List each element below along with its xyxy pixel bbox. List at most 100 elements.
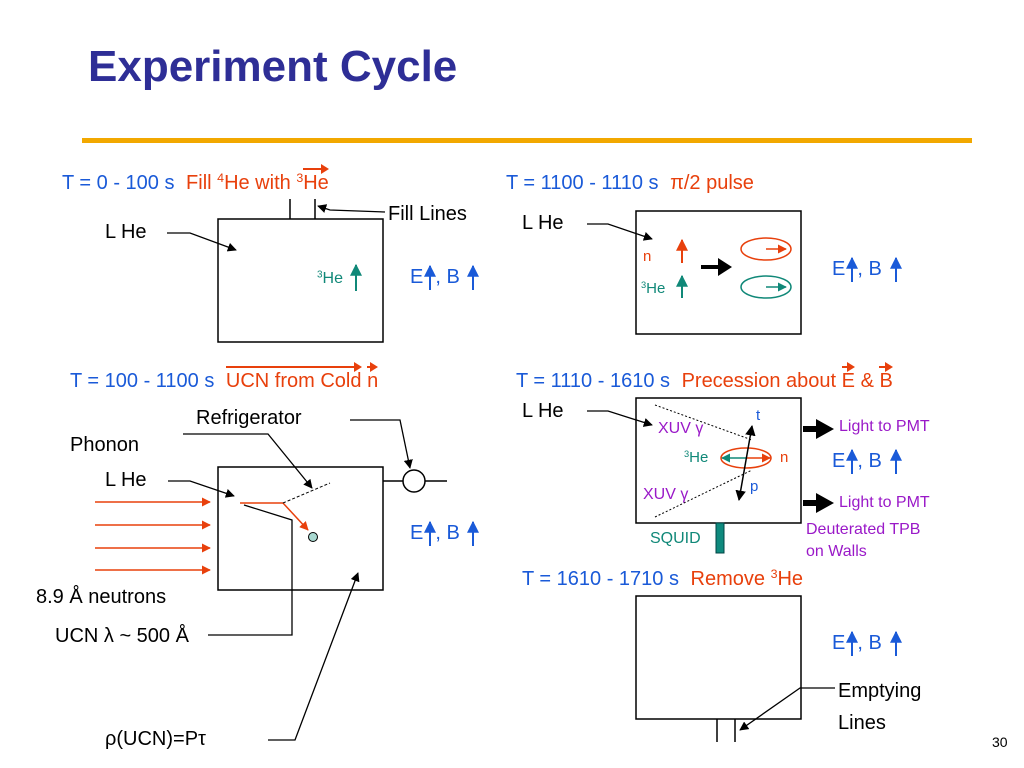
fill-step-heading: T = 0 - 100 s Fill 4He with 3He <box>62 164 329 195</box>
ucn-step-vector: UCN from Cold <box>225 370 362 392</box>
pulse-step-heading: T = 1100 - 1110 s π/2 pulse <box>506 172 754 195</box>
proton-label: p <box>750 478 759 495</box>
refrigerator-valve <box>402 469 426 493</box>
tpb-label-line2: on Walls <box>806 543 867 560</box>
fill-cell <box>217 218 384 343</box>
precession-e-vector: E <box>841 362 856 392</box>
fill-lhe-label: L He <box>105 221 147 243</box>
light-arrow-top <box>803 419 834 439</box>
remove-step-text: He <box>777 568 804 590</box>
he3-precession-orbit <box>740 275 792 299</box>
fill-he3-sup: 3 <box>317 269 323 281</box>
xuv-bottom-label: XUV γ <box>643 486 689 503</box>
remove-field-e: E <box>832 632 846 654</box>
remove-panel-graphics <box>635 595 902 742</box>
pulse-he3-sup: 3 <box>641 279 647 290</box>
density-pointer <box>268 572 360 741</box>
light-to-pmt-bottom-label: Light to PMT <box>839 494 930 511</box>
capture-neutron-label: n <box>780 449 789 466</box>
scattered-neutron <box>282 502 309 531</box>
emptying-lines-label-line1: Emptying <box>838 680 922 702</box>
remove-time: T = 1610 - 1710 s <box>522 568 679 590</box>
xuv-top-label: XUV γ <box>658 420 704 437</box>
precession-lhe-label: L He <box>522 400 564 422</box>
capture-he3-label: 3He <box>684 449 708 466</box>
squid-label: SQUID <box>650 530 701 547</box>
ucn-wavelength-label: UCN λ ~ 500 Å <box>55 625 189 647</box>
fill-fields-label: E , B <box>410 266 460 289</box>
neutron-precession-orbit <box>740 237 792 261</box>
fill-step: Fill 4He with 3He <box>186 164 329 194</box>
fill-step-mid: He with <box>224 172 297 194</box>
fill-step-sup: 4 <box>217 171 225 186</box>
fill-lines-pointer <box>317 204 386 213</box>
fill-lines-label: Fill Lines <box>388 203 467 225</box>
fill-time: T = 0 - 100 s <box>62 172 175 194</box>
lhe-pointer-3 <box>587 223 653 241</box>
refrigerator-pointer <box>183 433 313 489</box>
title-divider <box>82 138 972 143</box>
pulse-he3-label: 3He <box>641 280 665 297</box>
ucn-time: T = 100 - 1100 s <box>70 370 215 392</box>
light-arrow-bottom <box>803 493 834 513</box>
lhe-pointer-4 <box>587 410 653 427</box>
precession-step-mid: & <box>855 370 880 392</box>
precession-time: T = 1110 - 1610 s <box>516 370 670 392</box>
precession-fields-label: E , B <box>832 450 882 473</box>
triton-proton-track <box>735 424 756 502</box>
pulse-time: T = 1100 - 1110 s <box>506 172 659 194</box>
page-number: 30 <box>992 734 1008 750</box>
precession-step-pre: Precession about <box>681 370 842 392</box>
precession-cell <box>635 397 802 524</box>
pulse-panel-graphics <box>587 210 902 335</box>
ucn-cell <box>217 466 384 591</box>
remove-step-heading: T = 1610 - 1710 s Remove 3He <box>522 568 803 591</box>
ucn-step-heading: T = 100 - 1100 s UCN from Cold n <box>70 362 379 393</box>
emptying-lines-pointer <box>739 687 835 731</box>
pulse-he3-text: He <box>646 280 666 297</box>
pulse-fields-label: E, B <box>832 258 882 281</box>
phonon-label: Phonon <box>70 434 139 456</box>
refrigerator-label: Refrigerator <box>196 407 302 429</box>
neutron-wavelength-label: 8.9 Å neutrons <box>36 586 167 608</box>
remove-cell <box>635 595 802 720</box>
triton-label: t <box>756 407 761 424</box>
ucn-step: UCN from Cold n <box>225 362 379 392</box>
remove-field-b: , B <box>857 632 882 654</box>
fill-panel-graphics <box>167 199 479 343</box>
ucn-panel-graphics <box>95 419 479 741</box>
fill-field-e: E <box>410 266 424 288</box>
pulse-step: π/2 pulse <box>670 172 754 194</box>
lhe-pointer-1 <box>167 232 237 252</box>
squid-sensor <box>715 522 725 554</box>
fill-step-pre: Fill <box>186 172 218 194</box>
fill-field-b: , B <box>435 266 460 288</box>
precession-field-b: , B <box>857 450 882 472</box>
remove-step: Remove 3He <box>691 568 804 590</box>
ucn-particle <box>308 532 318 542</box>
precession-step: Precession about E & B <box>681 362 894 392</box>
ucn-lhe-label: L He <box>105 469 147 491</box>
ucn-step-n-vector: n <box>367 362 379 392</box>
remove-step-pre: Remove <box>690 568 771 590</box>
phonon-line <box>282 482 331 504</box>
ucn-density-label: ρ(UCN)=Pτ <box>105 728 206 750</box>
ucn-field-e: E <box>410 522 424 544</box>
ucn-fields-label: E , B <box>410 522 460 545</box>
remove-fields-label: E , B <box>832 632 882 655</box>
fill-step-he3-vector: He <box>303 164 329 194</box>
fill-he3-text: He <box>322 270 343 287</box>
pulse-field-e: E <box>832 258 846 280</box>
pulse-lhe-label: L He <box>522 212 564 234</box>
precession-step-heading: T = 1110 - 1610 s Precession about E & B <box>516 362 894 393</box>
tpb-label-line1: Deuterated TPB <box>806 521 921 538</box>
lhe-pointer-2 <box>168 480 235 498</box>
slide-title: Experiment Cycle <box>88 42 458 91</box>
ucn-bracket <box>208 504 293 636</box>
precession-b-vector: B <box>879 362 894 392</box>
remove-step-sup: 3 <box>770 567 778 582</box>
emptying-lines-label-line2: Lines <box>838 712 886 734</box>
ucn-field-b: , B <box>435 522 460 544</box>
capture-he3-text: He <box>689 449 709 466</box>
precession-field-e: E <box>832 450 846 472</box>
